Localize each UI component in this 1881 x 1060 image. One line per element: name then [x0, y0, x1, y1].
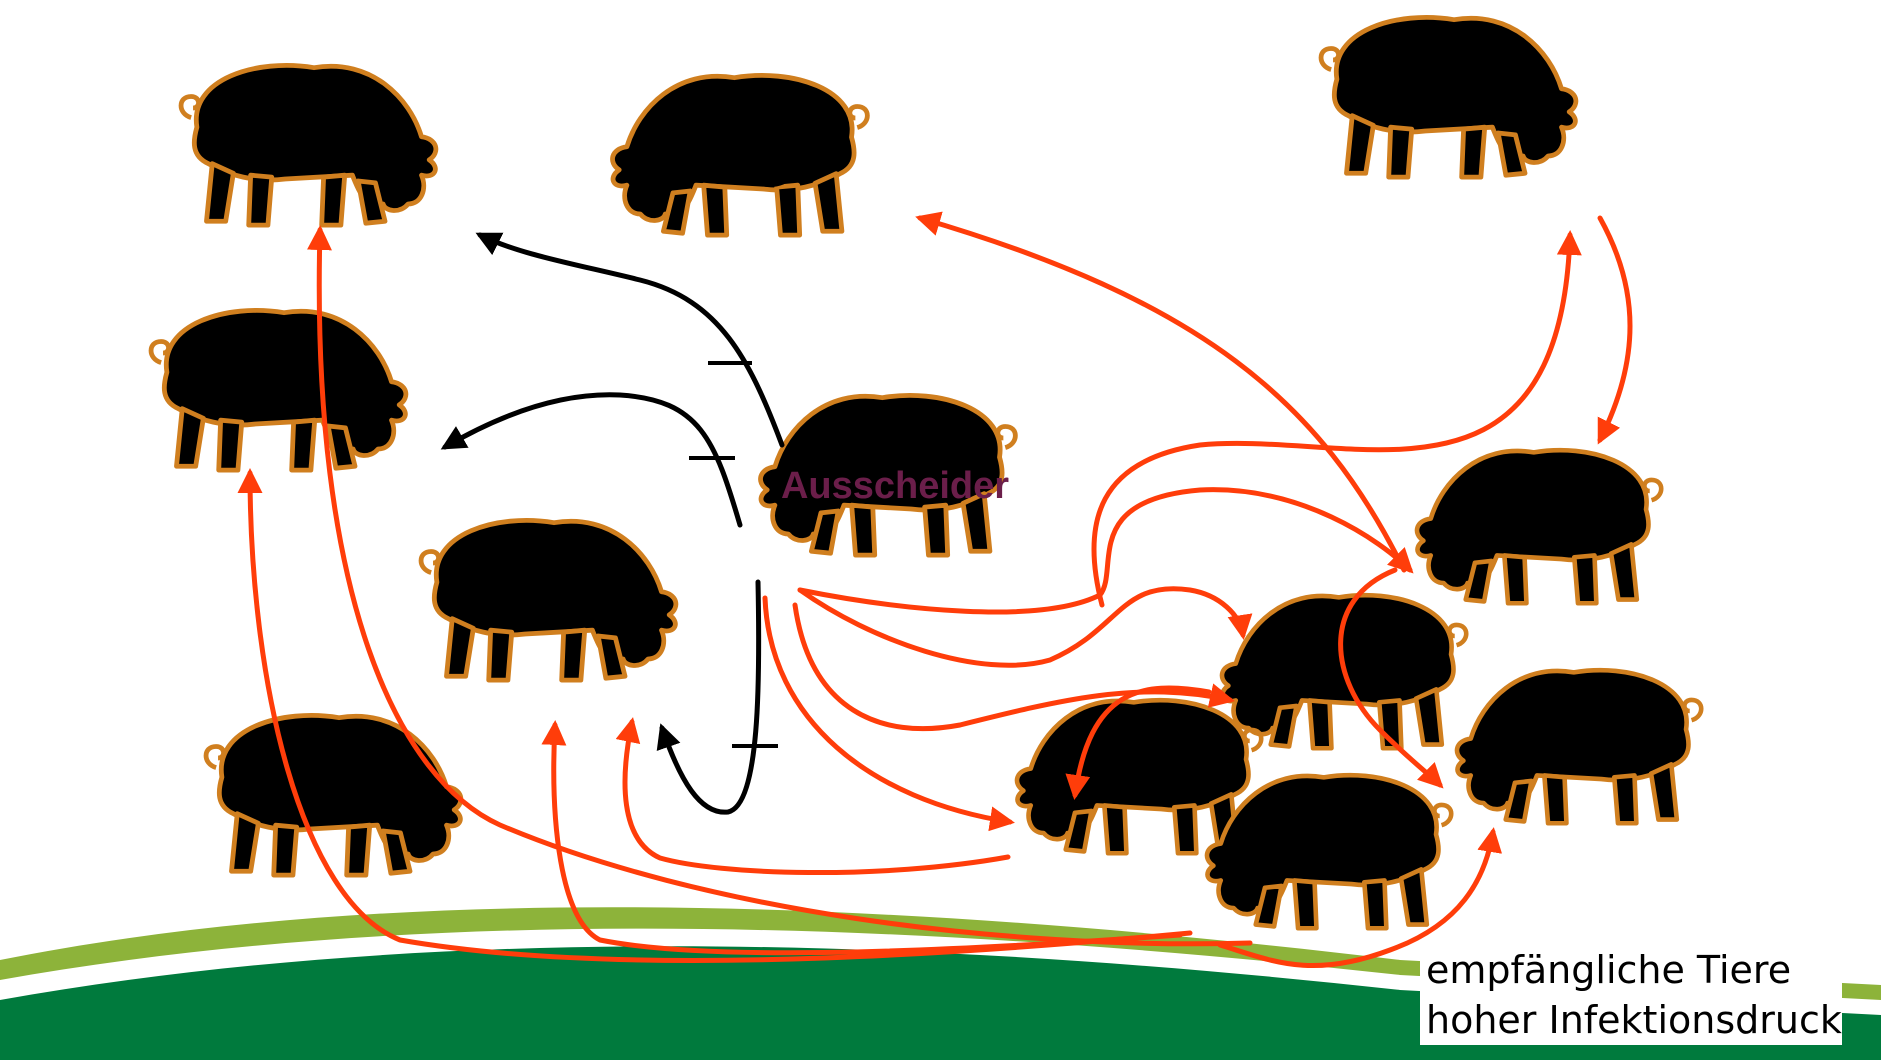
plus-mark-4: +: [525, 562, 570, 625]
minus-mark-2: -: [1353, 633, 1375, 693]
susceptible-pig-3: [1457, 670, 1701, 823]
caption-line-1: empfängliche Tiere: [1426, 945, 1842, 995]
minus-mark-3: -: [1581, 718, 1603, 778]
plus-mark-5: +: [303, 755, 348, 818]
plus-mark-1: +: [290, 107, 335, 170]
infected-pig-2: [613, 75, 868, 235]
caption-line-2: hoher Infektionsdruck: [1426, 995, 1842, 1045]
minus-mark-5: -: [1339, 808, 1361, 868]
plus-mark-3: +: [263, 346, 308, 409]
minus-mark-1: -: [1537, 483, 1559, 543]
caption: empfängliche Tiere hoher Infektionsdruck: [1420, 945, 1842, 1045]
minus-mark-4: -: [1147, 728, 1169, 788]
susceptible-pig-5: [1207, 775, 1451, 928]
uncertain-mark: (-): [1427, 88, 1461, 126]
plus-mark-2: +: [747, 122, 792, 185]
shedder-label: Ausscheider: [781, 465, 1009, 507]
